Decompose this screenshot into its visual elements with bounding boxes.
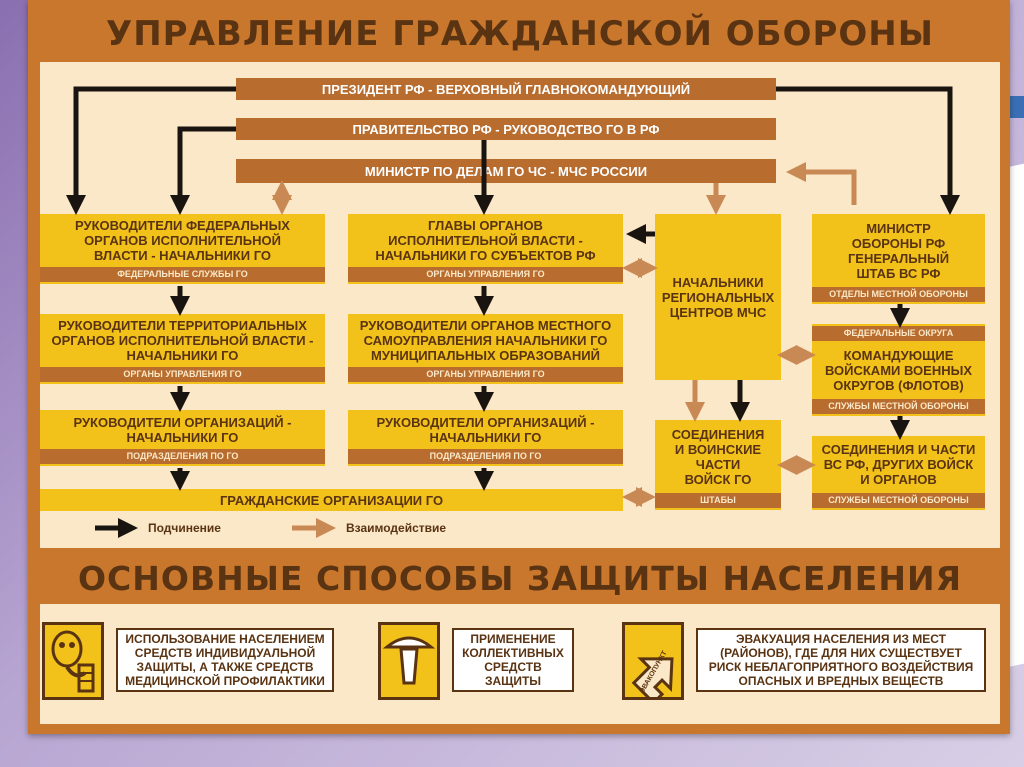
shelter-icon-frame <box>378 622 440 700</box>
evacuation-icon-frame: ЭВАКОПУНКТ <box>622 622 684 705</box>
org-heads-text-2: РУКОВОДИТЕЛИ ОРГАНИЗАЦИЙ - НАЧАЛЬНИКИ ГО <box>376 414 595 445</box>
municipal-heads-box: РУКОВОДИТЕЛИ ОРГАНОВ МЕСТНОГО САМОУПРАВЛ… <box>348 314 623 384</box>
org-heads-box-2: РУКОВОДИТЕЛИ ОРГАНИЗАЦИЙ - НАЧАЛЬНИКИ ГО… <box>348 410 623 466</box>
go-troops-text: СОЕДИНЕНИЯ И ВОИНСКИЕ ЧАСТИ ВОЙСК ГО <box>671 426 765 487</box>
president-bar: ПРЕЗИДЕНТ РФ - ВЕРХОВНЫЙ ГЛАВНОКОМАНДУЮЩ… <box>236 78 776 100</box>
civil-orgs-text: ГРАЖДАНСКИЕ ОРГАНИЗАЦИИ ГО <box>219 492 444 508</box>
federal-heads-tag: ФЕДЕРАЛЬНЫЕ СЛУЖБЫ ГО <box>40 267 325 282</box>
federal-heads-text: РУКОВОДИТЕЛИ ФЕДЕРАЛЬНЫХ ОРГАНОВ ИСПОЛНИ… <box>75 218 290 263</box>
org-heads-tag-2: ПОДРАЗДЕЛЕНИЯ ПО ГО <box>348 449 623 464</box>
go-troops-tag: ШТАБЫ <box>655 493 781 508</box>
government-bar: ПРАВИТЕЛЬСТВО РФ - РУКОВОДСТВО ГО В РФ <box>236 118 776 140</box>
municipal-heads-text: РУКОВОДИТЕЛИ ОРГАНОВ МЕСТНОГО САМОУПРАВЛ… <box>359 318 612 363</box>
territorial-heads-text: РУКОВОДИТЕЛИ ТЕРРИТОРИАЛЬНЫХ ОРГАНОВ ИСП… <box>51 318 314 363</box>
defense-minister-tag: ОТДЕЛЫ МЕСТНОЙ ОБОРОНЫ <box>812 287 985 302</box>
subject-heads-box: ГЛАВЫ ОРГАНОВ ИСПОЛНИТЕЛЬНОЙ ВЛАСТИ - НА… <box>348 214 623 284</box>
armed-forces-box: СОЕДИНЕНИЯ И ЧАСТИ ВС РФ, ДРУГИХ ВОЙСК И… <box>812 436 985 510</box>
regional-centers-text: НАЧАЛЬНИКИ РЕГИОНАЛЬНЫХ ЦЕНТРОВ МЧС <box>661 274 775 320</box>
org-heads-text-1: РУКОВОДИТЕЛИ ОРГАНИЗАЦИЙ - НАЧАЛЬНИКИ ГО <box>73 414 292 445</box>
subject-heads-tag: ОРГАНЫ УПРАВЛЕНИЯ ГО <box>348 267 623 282</box>
gas-mask-icon <box>51 630 95 693</box>
protection-title: ОСНОВНЫЕ СПОСОБЫ ЗАЩИТЫ НАСЕЛЕНИЯ <box>78 558 962 598</box>
org-heads-tag-1: ПОДРАЗДЕЛЕНИЯ ПО ГО <box>40 449 325 464</box>
defense-minister-text: МИНИСТР ОБОРОНЫ РФ ГЕНЕРАЛЬНЫЙ ШТАБ ВС Р… <box>847 220 950 281</box>
federal-heads-box: РУКОВОДИТЕЛИ ФЕДЕРАЛЬНЫХ ОРГАНОВ ИСПОЛНИ… <box>40 214 325 284</box>
legend-subordination-label: Подчинение <box>148 521 221 535</box>
shelter-icon <box>382 636 436 685</box>
org-heads-box-1: РУКОВОДИТЕЛИ ОРГАНИЗАЦИЙ - НАЧАЛЬНИКИ ГО… <box>40 410 325 466</box>
protection-text-2: ПРИМЕНЕНИЕ КОЛЛЕКТИВНЫХ СРЕДСТВ ЗАЩИТЫ <box>452 628 574 692</box>
district-commanders-text: КОМАНДУЮЩИЕ ВОЙСКАМИ ВОЕННЫХ ОКРУГОВ (ФЛ… <box>824 347 973 393</box>
defense-minister-box: МИНИСТР ОБОРОНЫ РФ ГЕНЕРАЛЬНЫЙ ШТАБ ВС Р… <box>812 214 985 304</box>
gas-mask-icon-frame <box>42 622 104 700</box>
armed-forces-text: СОЕДИНЕНИЯ И ЧАСТИ ВС РФ, ДРУГИХ ВОЙСК И… <box>821 442 976 487</box>
go-troops-box: СОЕДИНЕНИЯ И ВОИНСКИЕ ЧАСТИ ВОЙСК ГО ШТА… <box>655 420 781 510</box>
protection-text-1: ИСПОЛЬЗОВАНИЕ НАСЕЛЕНИЕМ СРЕДСТВ ИНДИВИД… <box>116 628 334 692</box>
minister-bar: МИНИСТР ПО ДЕЛАМ ГО ЧС - МЧС РОССИИ <box>236 159 776 183</box>
district-commanders-box: ФЕДЕРАЛЬНЫЕ ОКРУГА КОМАНДУЮЩИЕ ВОЙСКАМИ … <box>812 324 985 416</box>
district-commanders-toptag: ФЕДЕРАЛЬНЫЕ ОКРУГА <box>812 326 985 341</box>
arrow-president-defense <box>776 86 960 215</box>
civil-orgs-box: ГРАЖДАНСКИЕ ОРГАНИЗАЦИИ ГО <box>40 489 623 511</box>
regional-centers-box: НАЧАЛЬНИКИ РЕГИОНАЛЬНЫХ ЦЕНТРОВ МЧС <box>655 214 781 380</box>
legend-interaction-label: Взаимодействие <box>346 521 447 535</box>
municipal-heads-tag: ОРГАНЫ УПРАВЛЕНИЯ ГО <box>348 367 623 382</box>
arrow-president-federal <box>66 86 236 215</box>
district-commanders-tag: СЛУЖБЫ МЕСТНОЙ ОБОРОНЫ <box>812 399 985 414</box>
armed-forces-tag: СЛУЖБЫ МЕСТНОЙ ОБОРОНЫ <box>812 493 985 508</box>
subject-heads-text: ГЛАВЫ ОРГАНОВ ИСПОЛНИТЕЛЬНОЙ ВЛАСТИ - НА… <box>375 218 596 263</box>
arrow-defense-minister <box>786 162 857 205</box>
protection-text-3: ЭВАКУАЦИЯ НАСЕЛЕНИЯ ИЗ МЕСТ (РАЙОНОВ), Г… <box>696 628 986 692</box>
territorial-heads-tag: ОРГАНЫ УПРАВЛЕНИЯ ГО <box>40 367 325 382</box>
corner-tab <box>1006 96 1024 118</box>
arrow-government-federal <box>170 126 236 215</box>
territorial-heads-box: РУКОВОДИТЕЛИ ТЕРРИТОРИАЛЬНЫХ ОРГАНОВ ИСП… <box>40 314 325 384</box>
evacuation-arrow-icon: ЭВАКОПУНКТ <box>631 649 674 705</box>
poster-title: УПРАВЛЕНИЕ ГРАЖДАНСКОЙ ОБОРОНЫ <box>106 14 934 54</box>
